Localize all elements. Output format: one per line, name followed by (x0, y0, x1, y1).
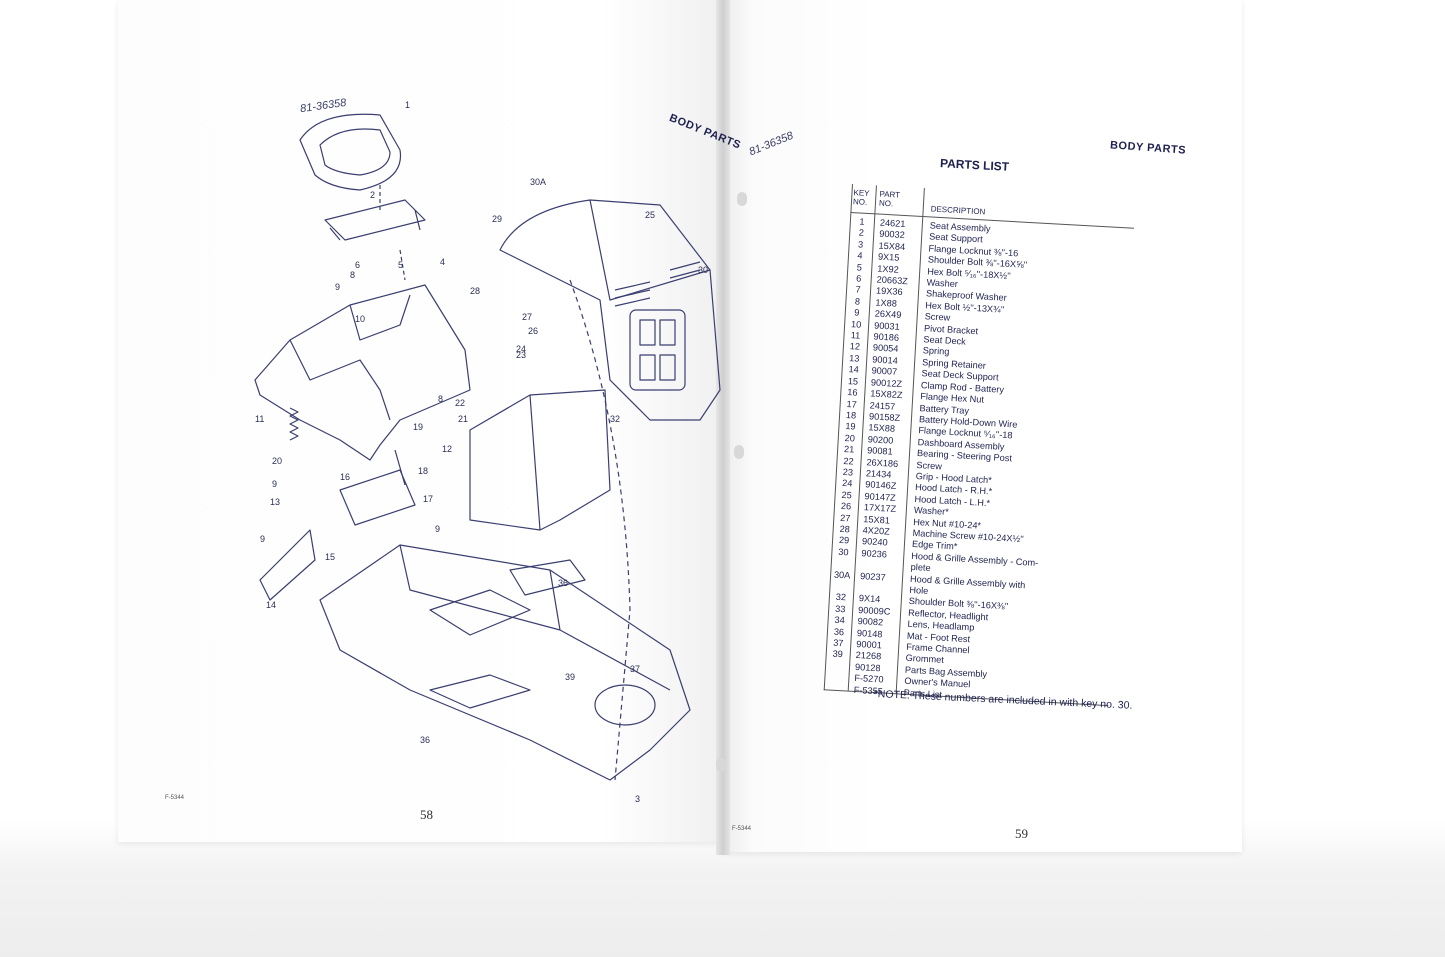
right-page (722, 0, 1242, 852)
hood-shape (499, 199, 721, 421)
dashboard-shape (469, 389, 611, 531)
part-callout: 15 (325, 552, 335, 562)
binding-hole (716, 758, 726, 772)
part-callout: 14 (266, 600, 276, 610)
part-callout: 36 (558, 578, 568, 588)
part-callout: 2 (370, 190, 375, 200)
key-no-cell (823, 683, 848, 696)
left-page-number: 58 (420, 807, 433, 822)
part-callout: 23 (516, 350, 526, 360)
part-callout: 30A (530, 177, 546, 187)
part-callout: 29 (492, 214, 502, 224)
part-callout: 12 (442, 444, 452, 454)
part-callout: 39 (565, 672, 575, 682)
part-callout: 16 (340, 472, 350, 482)
part-callout: 36 (420, 735, 430, 745)
part-callout: 25 (645, 210, 655, 220)
seat-support-shape (324, 199, 426, 241)
part-callout: 11 (255, 414, 264, 424)
part-callout: 27 (522, 312, 532, 322)
part-callout: 9 (272, 479, 277, 489)
part-callout: 1 (405, 100, 410, 110)
frame-shape (319, 544, 691, 781)
binding-hole (737, 192, 747, 206)
part-callout: 9 (435, 524, 440, 534)
battery-tray-shape (339, 469, 416, 526)
binding-hole (734, 445, 744, 459)
part-callout: 20 (272, 456, 282, 466)
spring-shape (289, 407, 299, 441)
header-key-no: KEY NO. (852, 188, 870, 207)
part-callout: 10 (355, 314, 365, 324)
part-callout: 4 (440, 257, 445, 267)
part-callout: 13 (270, 497, 280, 507)
part-callout: 5 (398, 260, 403, 270)
seat-deck-shape (254, 284, 471, 461)
part-callout: 17 (423, 494, 433, 504)
right-footer-code: F-5344 (732, 826, 752, 832)
right-page-number: 59 (1015, 826, 1028, 841)
part-callout: 9 (335, 282, 340, 292)
seat-deck-support-shape (259, 529, 316, 601)
part-callout: 28 (470, 286, 480, 296)
part-callout: 8 (438, 394, 443, 404)
seat-shape (299, 113, 402, 191)
part-callout: 9 (260, 534, 265, 544)
part-callout: 30 (698, 265, 708, 275)
key-no-cell: 30A (833, 569, 851, 581)
part-callout: 26 (528, 326, 538, 336)
part-callout: 18 (418, 466, 428, 476)
part-callout: 3 (635, 794, 640, 804)
header-part-no: PART NO. (878, 189, 901, 209)
part-callout: 21 (458, 414, 468, 424)
left-footer-code: F-5344 (165, 795, 185, 801)
part-callout: 8 (350, 270, 355, 280)
key-no-cell: 30 (838, 546, 849, 558)
part-callout: 6 (355, 260, 360, 270)
part-callout: 19 (413, 422, 423, 432)
part-no-cell: 90237 (859, 570, 886, 583)
part-no-cell: 90236 (861, 547, 888, 560)
part-callout: 24 (516, 344, 526, 354)
part-callout: 22 (455, 398, 465, 408)
part-callout: 37 (630, 664, 640, 674)
left-page (118, 0, 723, 842)
part-callout: 32 (610, 414, 620, 424)
book-gutter (716, 0, 730, 855)
